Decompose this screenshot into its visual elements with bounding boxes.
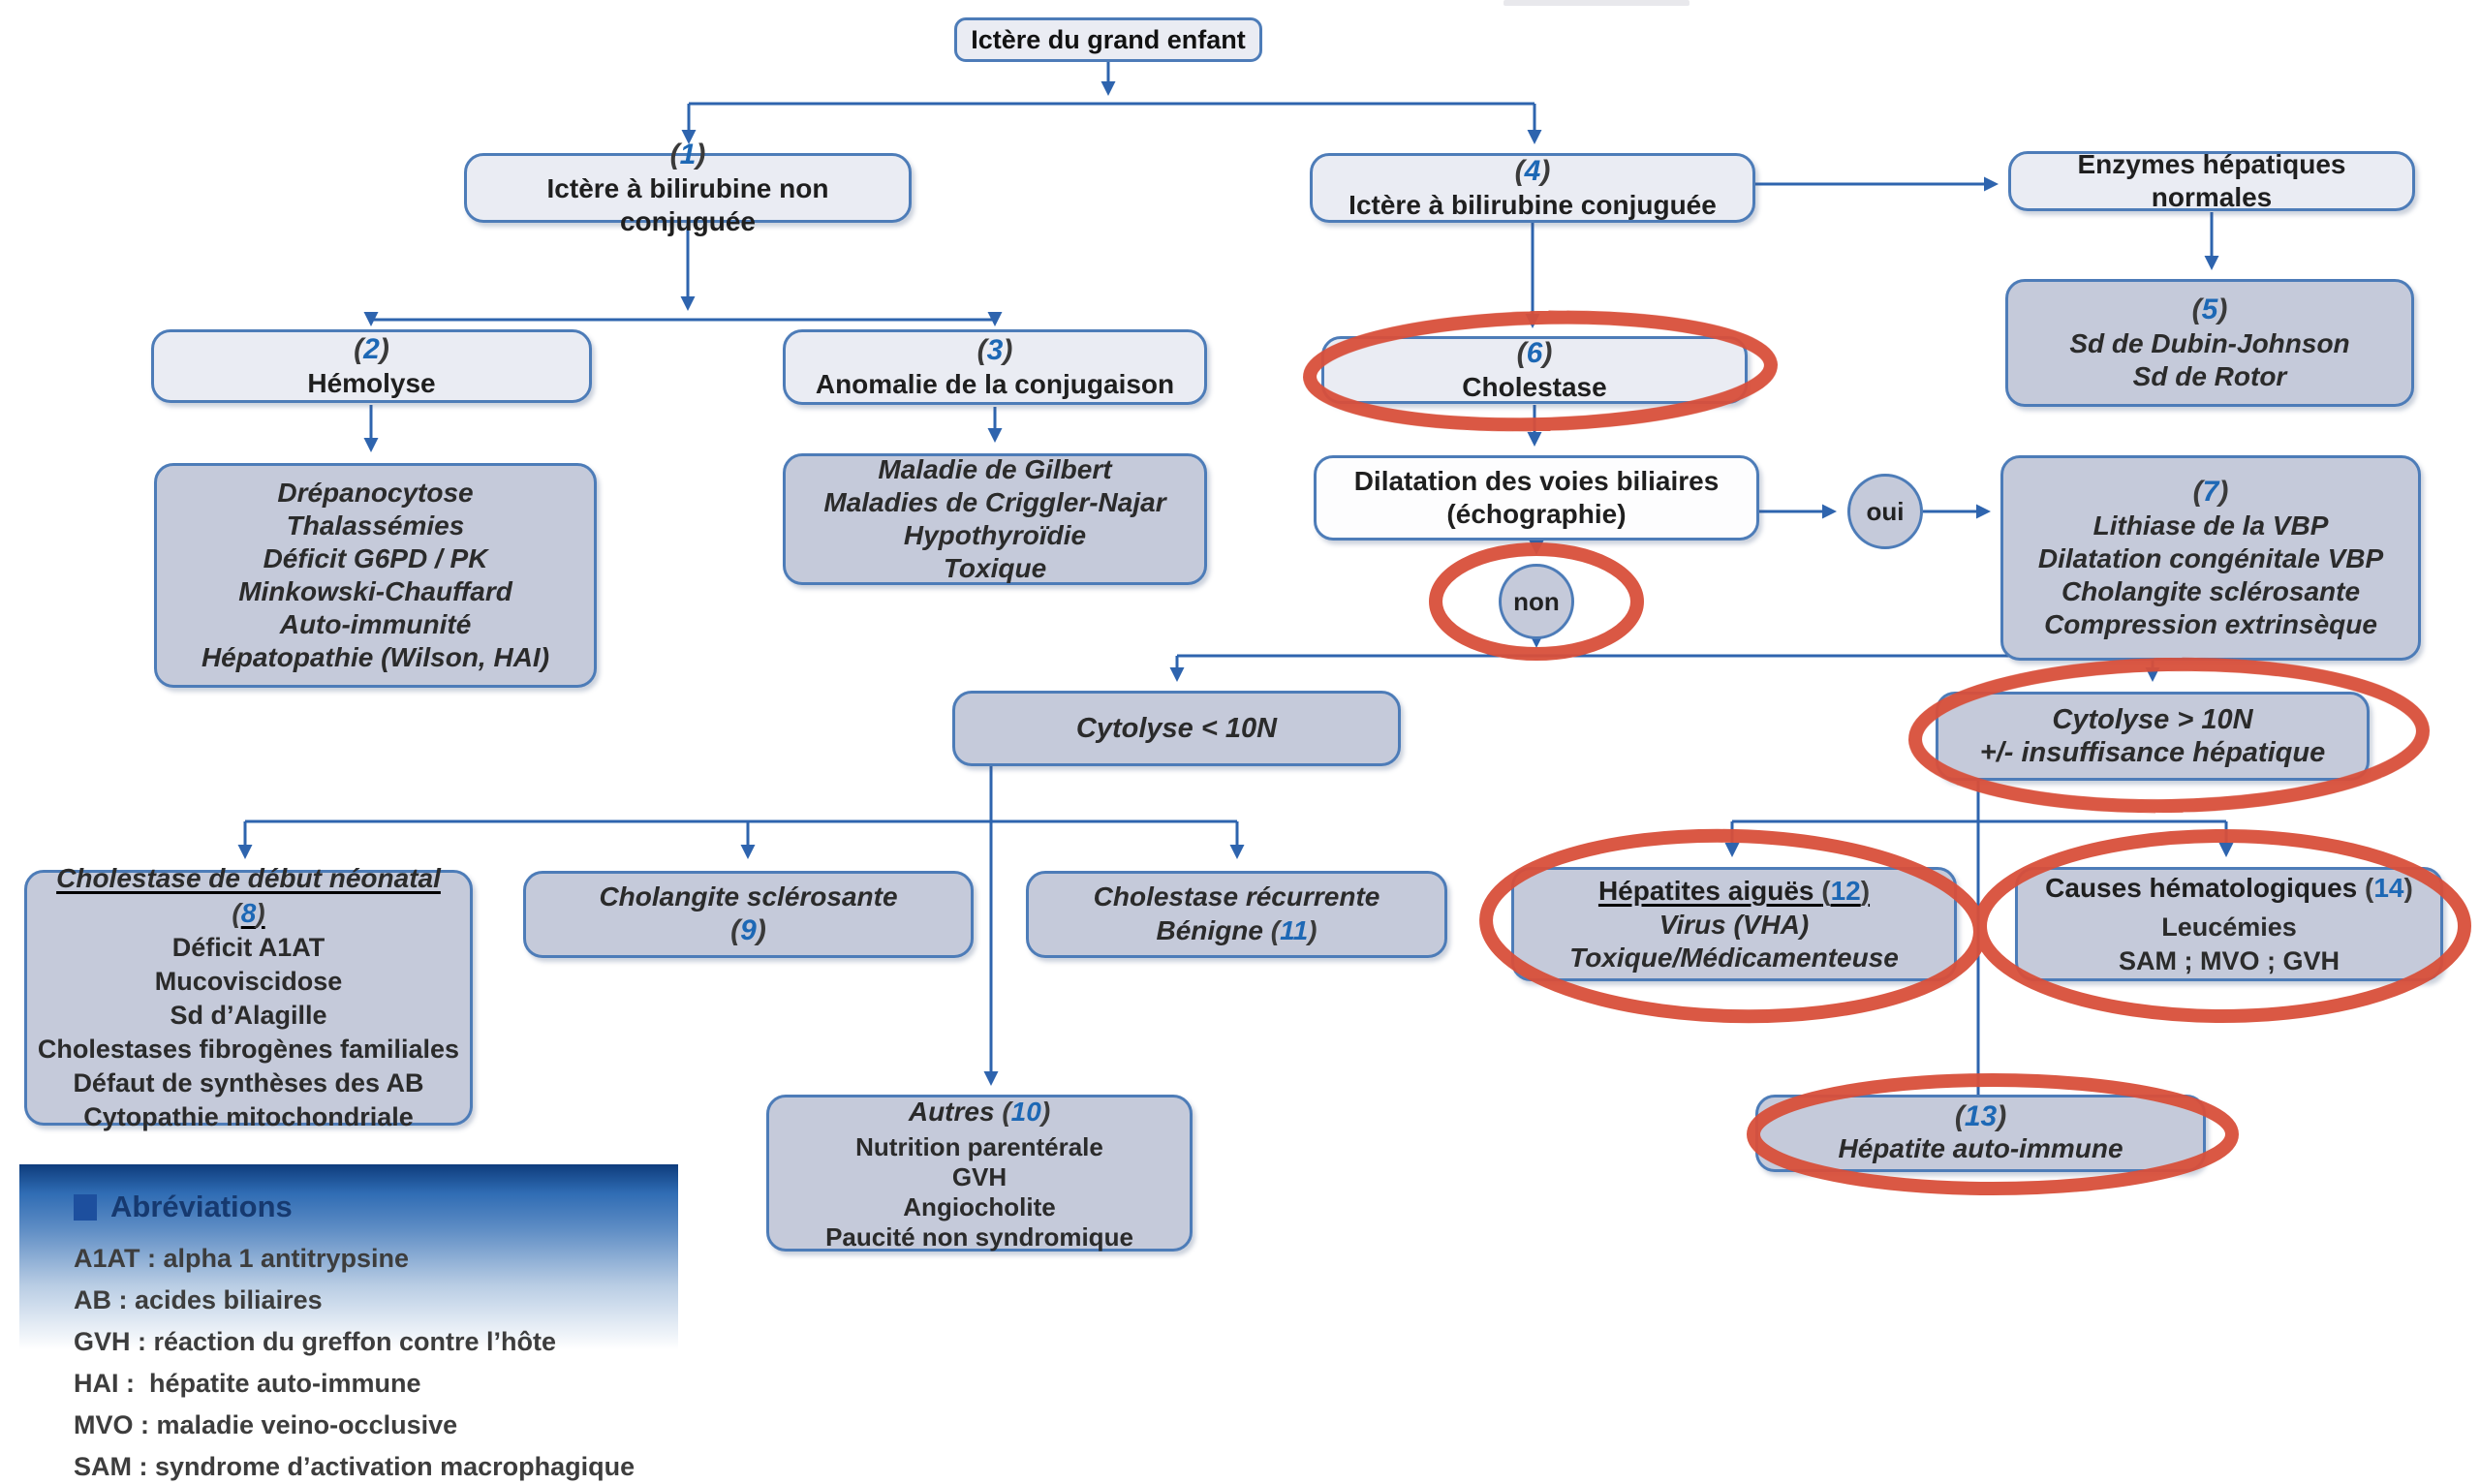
- node-11-cholestase-recurrente: Cholestase récurrente Bénigne (11): [1026, 871, 1447, 958]
- detail-line: GVH: [951, 1161, 1008, 1191]
- node-label: Dilatation des voies biliaires: [1353, 466, 1720, 496]
- detail-line: Thalassémies: [286, 510, 465, 541]
- detail-line: Angiocholite: [903, 1191, 1056, 1221]
- node-1-ictere-non-conjuguee: (1) Ictère à bilirubine non conjuguée: [464, 139, 912, 236]
- node-number: (6): [1516, 337, 1553, 369]
- detail-line: Hépatopathie (Wilson, HAI): [201, 642, 550, 672]
- node-label: Ictère à bilirubine conjuguée: [1348, 190, 1717, 220]
- detail-line: Cholestases fibrogènes familiales: [37, 1035, 460, 1064]
- node-number: (1): [669, 139, 706, 170]
- node-title-line: Cholestase de début néonatal (8): [56, 863, 441, 928]
- node-title-line: Autres (10): [908, 1096, 1051, 1127]
- abbreviations-list: A1AT : alpha 1 antitrypsine AB : acides …: [19, 1238, 678, 1484]
- abbreviations-header: Abréviations: [19, 1164, 678, 1224]
- detail-line: Cholangite sclérosante: [2061, 576, 2361, 606]
- node-label: Cytolyse > 10N: [2052, 704, 2253, 735]
- detail-line: Paucité non syndromique: [825, 1221, 1133, 1252]
- node-9-cholangite-sclerosante: Cholangite sclérosante (9): [523, 871, 974, 958]
- node-3-anomalie-conjugaison: (3) Anomalie de la conjugaison: [783, 329, 1207, 405]
- node-label: Cholestase: [1462, 372, 1607, 402]
- node-label: Cholangite sclérosante: [599, 881, 898, 912]
- node-5-dubin-johnson-rotor: (5) Sd de Dubin-Johnson Sd de Rotor: [2005, 279, 2414, 407]
- abbreviation-item: SAM : syndrome d’activation macrophagiqu…: [74, 1452, 636, 1481]
- node-14-causes-hematologiques: Causes hématologiques (14) Leucémies SAM…: [2015, 867, 2443, 981]
- node-hemolyse-causes: Drépanocytose Thalassémies Déficit G6PD …: [154, 463, 597, 688]
- node-label: Cytolyse < 10N: [1075, 713, 1278, 744]
- node-label: Cholestase récurrente: [1093, 881, 1380, 912]
- node-number: (5): [2191, 294, 2228, 325]
- node-label-line2: Bénigne (11): [1156, 915, 1318, 945]
- node-label: (échographie): [1446, 499, 1627, 529]
- abbreviation-item: HAI : hépatite auto-immune: [74, 1369, 421, 1398]
- node-4-ictere-conjuguee: (4) Ictère à bilirubine conjuguée: [1310, 153, 1755, 223]
- abbreviations-title: Abréviations: [110, 1190, 293, 1223]
- detail-line: Cytopathie mitochondriale: [83, 1102, 414, 1131]
- detail-line: Toxique: [943, 553, 1047, 583]
- detail-line: Sd d’Alagille: [170, 1001, 327, 1030]
- detail-line: Drépanocytose: [277, 478, 474, 508]
- detail-line: Mucoviscidose: [154, 967, 343, 996]
- node-10-autres: Autres (10) Nutrition parentérale GVH An…: [766, 1095, 1193, 1252]
- node-number: (9): [730, 914, 766, 946]
- detail-line: Compression extrinsèque: [2044, 609, 2377, 639]
- node-7-lithiase: (7) Lithiase de la VBP Dilatation congén…: [2000, 455, 2421, 661]
- detail-line: Maladies de Criggler-Najar: [823, 487, 1166, 517]
- node-label: Hémolyse: [307, 368, 436, 398]
- node-cytolyse-inf-10n: Cytolyse < 10N: [952, 691, 1401, 766]
- node-enzymes-normales: Enzymes hépatiques normales: [2008, 149, 2415, 212]
- node-label: Enzymes hépatiques normales: [2077, 149, 2346, 212]
- node-number: (3): [976, 334, 1013, 366]
- node-2-hemolyse: (2) Hémolyse: [151, 329, 592, 403]
- branch-label: non: [1513, 586, 1560, 616]
- node-title-line: Causes hématologiques (14): [2045, 872, 2413, 903]
- node-label: Ictère à bilirubine non conjuguée: [546, 173, 829, 236]
- branch-non: non: [1499, 564, 1574, 639]
- detail-line: Virus (VHA): [1658, 910, 1810, 940]
- detail-line: Lithiase de la VBP: [2092, 510, 2329, 541]
- cropped-edge-artifact: [1504, 0, 1690, 6]
- detail-line: Minkowski-Chauffard: [238, 576, 512, 606]
- page-title: Ictère du grand enfant: [971, 25, 1246, 54]
- node-title-line: Hépatites aiguës (12): [1597, 876, 1871, 906]
- square-bullet-icon: [74, 1193, 97, 1221]
- node-label: +/- insuffisance hépatique: [1979, 737, 2326, 768]
- branch-oui: oui: [1847, 474, 1923, 549]
- node-cytolyse-sup-10n: Cytolyse > 10N +/- insuffisance hépatiqu…: [1936, 692, 2370, 781]
- detail-line: Toxique/Médicamenteuse: [1569, 943, 1899, 973]
- detail-line: Dilatation congénitale VBP: [2037, 543, 2384, 573]
- node-13-hepatite-auto-immune: (13) Hépatite auto-immune: [1755, 1095, 2206, 1172]
- node-number: (13): [1954, 1100, 2007, 1132]
- node-number: (7): [2192, 476, 2229, 508]
- detail-line: Déficit A1AT: [171, 933, 326, 962]
- node-8-cholestase-neonatale: Cholestase de début néonatal (8) Déficit…: [24, 863, 473, 1131]
- detail-line: Sd de Rotor: [2132, 361, 2287, 391]
- detail-line: Sd de Dubin-Johnson: [2069, 328, 2350, 358]
- abbreviation-item: GVH : réaction du greffon contre l’hôte: [74, 1327, 557, 1356]
- detail-line: SAM ; MVO ; GVH: [2119, 945, 2340, 975]
- node-label: Anomalie de la conjugaison: [815, 369, 1175, 399]
- detail-line: Déficit G6PD / PK: [263, 543, 488, 573]
- detail-line: Auto-immunité: [279, 609, 472, 639]
- node-title: Ictère du grand enfant: [954, 17, 1262, 62]
- node-label: Hépatite auto-immune: [1838, 1133, 2124, 1163]
- abbreviation-item: MVO : maladie veino-occlusive: [74, 1410, 458, 1439]
- detail-line: Hypothyroïdie: [903, 520, 1087, 550]
- detail-line: Maladie de Gilbert: [878, 454, 1112, 484]
- abbreviations-panel: Abréviations A1AT : alpha 1 antitrypsine…: [19, 1164, 678, 1484]
- node-12-hepatites-aigues: Hépatites aiguës (12) Virus (VHA) Toxiqu…: [1511, 867, 1957, 981]
- node-number: (2): [354, 333, 389, 365]
- branch-label: oui: [1866, 496, 1905, 526]
- node-dilatation-voies-biliaires: Dilatation des voies biliaires (échograp…: [1314, 455, 1759, 541]
- detail-line: Leucémies: [2161, 912, 2297, 942]
- node-number: (4): [1514, 155, 1551, 187]
- detail-line: Nutrition parentérale: [855, 1131, 1103, 1161]
- abbreviation-item: A1AT : alpha 1 antitrypsine: [74, 1244, 410, 1273]
- node-conjugaison-causes: Maladie de Gilbert Maladies de Criggler-…: [783, 453, 1207, 585]
- node-6-cholestase: (6) Cholestase: [1321, 336, 1748, 404]
- detail-line: Défaut de synthèses des AB: [73, 1068, 424, 1098]
- abbreviation-item: AB : acides biliaires: [74, 1285, 323, 1314]
